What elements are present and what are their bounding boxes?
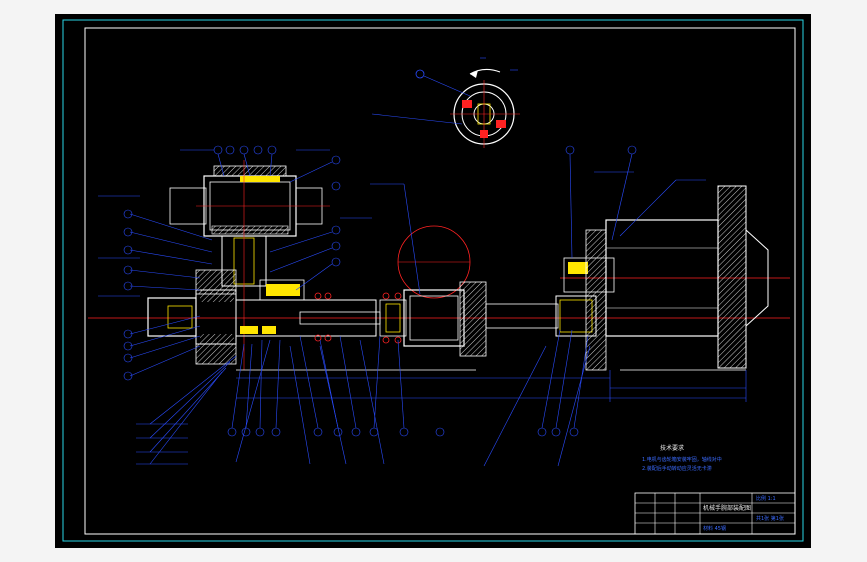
notes-line-1: 1.电机与齿轮箱安装牢固，轴线对中: [642, 456, 722, 463]
notes-line-2: 2.装配后手动转动应灵活无卡滞: [642, 465, 712, 472]
technical-notes: 技术要求 1.电机与齿轮箱安装牢固，轴线对中 2.装配后手动转动应灵活无卡滞: [642, 444, 722, 472]
title-block-title: 机械手腕部装配图: [703, 504, 751, 512]
title-block-material: 材料 45钢: [703, 525, 726, 532]
detail-view-flange: [371, 68, 520, 148]
main-shaft: [235, 279, 476, 371]
top-leaders: [180, 145, 372, 291]
title-block-scale: 比例 1:1: [756, 495, 776, 502]
title-block-sheets: 共1张 第1张: [756, 515, 784, 522]
sheet-outer-border: [62, 19, 804, 542]
balloon-number-marks: [480, 57, 518, 71]
sheet-background: [55, 14, 811, 548]
dimension-lines: [236, 370, 747, 402]
title-block: 机械手腕部装配图 比例 1:1 共1张 第1张 材料 45钢: [634, 492, 796, 535]
sheet-inner-frame: [84, 27, 796, 535]
upper-gearbox: [169, 165, 330, 237]
left-leaders: [98, 195, 213, 381]
right-leaders: [370, 145, 706, 295]
notes-heading: 技术要求: [660, 444, 684, 452]
motor: [585, 185, 769, 371]
bottom-leaders: [136, 329, 591, 467]
